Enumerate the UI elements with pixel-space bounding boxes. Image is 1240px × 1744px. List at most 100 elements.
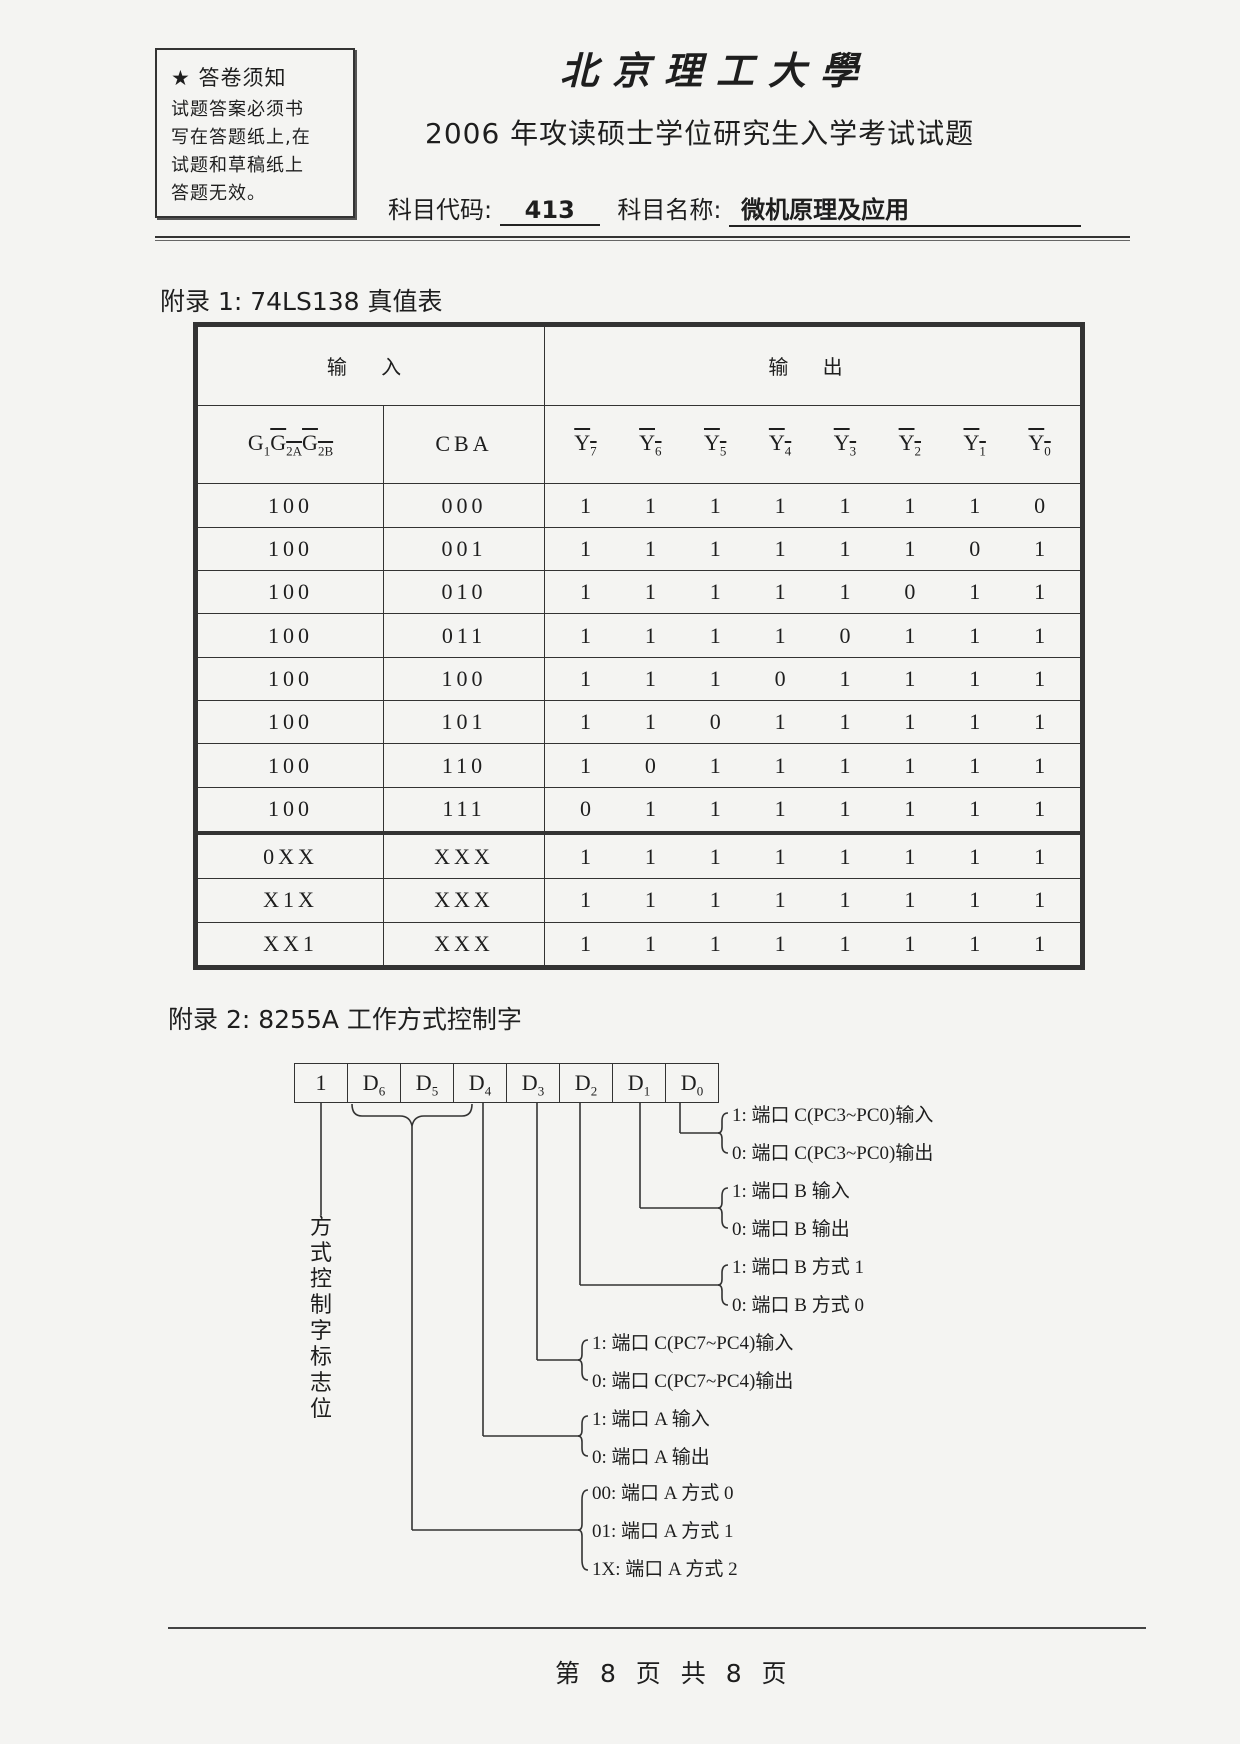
- cell-y4: 1: [774, 930, 786, 956]
- cell-y2: 1: [904, 622, 916, 648]
- cell-y6: 1: [644, 622, 656, 648]
- option-d0-0: 0: 端口 C(PC3~PC0)输出: [732, 1143, 934, 1164]
- cell-y1: 0: [969, 535, 981, 561]
- cell-y2: 1: [904, 843, 916, 869]
- cell-y2: 1: [904, 665, 916, 691]
- bit-d6: D6: [348, 1064, 401, 1102]
- mode-flag-label: 方式控制字标志位: [310, 1215, 333, 1422]
- cell-y4: 1: [774, 709, 786, 735]
- cell-y1: 1: [969, 930, 981, 956]
- cell-y3: 1: [839, 535, 851, 561]
- option-d1-1: 1: 端口 B 输入: [732, 1181, 850, 1202]
- cell-y3: 1: [839, 492, 851, 518]
- cell-g: 100: [197, 483, 384, 528]
- cell-y2: 1: [904, 930, 916, 956]
- cell-y1: 1: [969, 492, 981, 518]
- cell-y6: 1: [644, 709, 656, 735]
- cell-y3: 1: [839, 579, 851, 605]
- cell-y6: 1: [644, 535, 656, 561]
- cell-y4: 1: [774, 752, 786, 778]
- cell-y2: 1: [904, 535, 916, 561]
- cell-y5: 1: [709, 665, 721, 691]
- option-d65-00: 00: 端口 A 方式 0: [592, 1483, 734, 1504]
- option-d1-0: 0: 端口 B 输出: [732, 1219, 850, 1240]
- cell-y2: 1: [904, 752, 916, 778]
- cell-y7: 1: [579, 843, 591, 869]
- cell-y1: 1: [969, 579, 981, 605]
- cell-y0: 0: [1034, 492, 1046, 518]
- cell-y2: 0: [904, 579, 916, 605]
- cell-y0: 1: [1034, 579, 1046, 605]
- col-y0-header: Y0: [1028, 429, 1051, 459]
- cell-y5: 1: [709, 622, 721, 648]
- cell-y1: 1: [969, 709, 981, 735]
- cell-cba: 010: [383, 570, 545, 615]
- col-y6-header: Y6: [639, 429, 662, 459]
- cell-y3: 1: [839, 930, 851, 956]
- col-y4-header: Y4: [768, 429, 792, 459]
- cell-y3: 1: [839, 843, 851, 869]
- bit-d4: D4: [454, 1064, 507, 1102]
- input-header: 输 入: [197, 326, 545, 406]
- notice-line: 试题和草稿纸上: [171, 155, 304, 176]
- cell-y7: 1: [579, 535, 591, 561]
- cell-cba: XXX: [383, 830, 545, 880]
- cell-cba: 100: [383, 656, 545, 702]
- cell-y3: 1: [839, 709, 851, 735]
- cell-y1: 1: [969, 752, 981, 778]
- header-divider: [155, 236, 1130, 238]
- cell-y2: 1: [904, 796, 916, 822]
- cell-y7: 1: [579, 622, 591, 648]
- cell-y4: 1: [774, 579, 786, 605]
- cell-g: X1X: [197, 878, 384, 923]
- option-d3-1: 1: 端口 C(PC7~PC4)输入: [592, 1333, 794, 1354]
- cell-y0: 1: [1034, 843, 1046, 869]
- cell-y7: 1: [579, 492, 591, 518]
- cell-y0: 1: [1034, 709, 1046, 735]
- option-d65-1x: 1X: 端口 A 方式 2: [592, 1559, 738, 1580]
- col-cba-header: CBA: [383, 404, 545, 485]
- notice-line: 试题答案必须书: [171, 99, 304, 120]
- cell-y6: 1: [644, 579, 656, 605]
- cell-y5: 1: [709, 492, 721, 518]
- cell-y3: 1: [839, 752, 851, 778]
- bit-d3: D3: [507, 1064, 560, 1102]
- col-y7-header: Y7: [574, 429, 597, 459]
- option-d4-0: 0: 端口 A 输出: [592, 1447, 710, 1468]
- cell-y6: 1: [644, 492, 656, 518]
- cell-y2: 1: [904, 887, 916, 913]
- subject-name: 微机原理及应用: [729, 190, 1082, 227]
- cell-y6: 0: [644, 752, 656, 778]
- bit-d2: D2: [560, 1064, 613, 1102]
- bit-d7-flag: 1: [295, 1064, 348, 1102]
- cell-y5: 1: [709, 579, 721, 605]
- cell-y0: 1: [1034, 535, 1046, 561]
- cell-y5: 1: [709, 535, 721, 561]
- cell-y4: 1: [774, 887, 786, 913]
- notice-title: ★ 答卷须知: [171, 66, 287, 90]
- cell-y0: 1: [1034, 930, 1046, 956]
- cell-cba: XXX: [383, 921, 545, 967]
- col-y1-header: Y1: [963, 429, 986, 459]
- option-d2-1: 1: 端口 B 方式 1: [732, 1257, 864, 1278]
- header-divider-thin: [155, 240, 1130, 241]
- notice-line: 写在答题纸上,在: [171, 127, 311, 148]
- cell-y0: 1: [1034, 752, 1046, 778]
- cell-y5: 1: [709, 843, 721, 869]
- notice-line: 答题无效。: [171, 183, 266, 204]
- control-word-bits: 1 D6 D5 D4 D3 D2 D1 D0: [294, 1063, 719, 1103]
- page-number: 第 8 页 共 8 页: [555, 1659, 793, 1688]
- option-d65-01: 01: 端口 A 方式 1: [592, 1521, 734, 1542]
